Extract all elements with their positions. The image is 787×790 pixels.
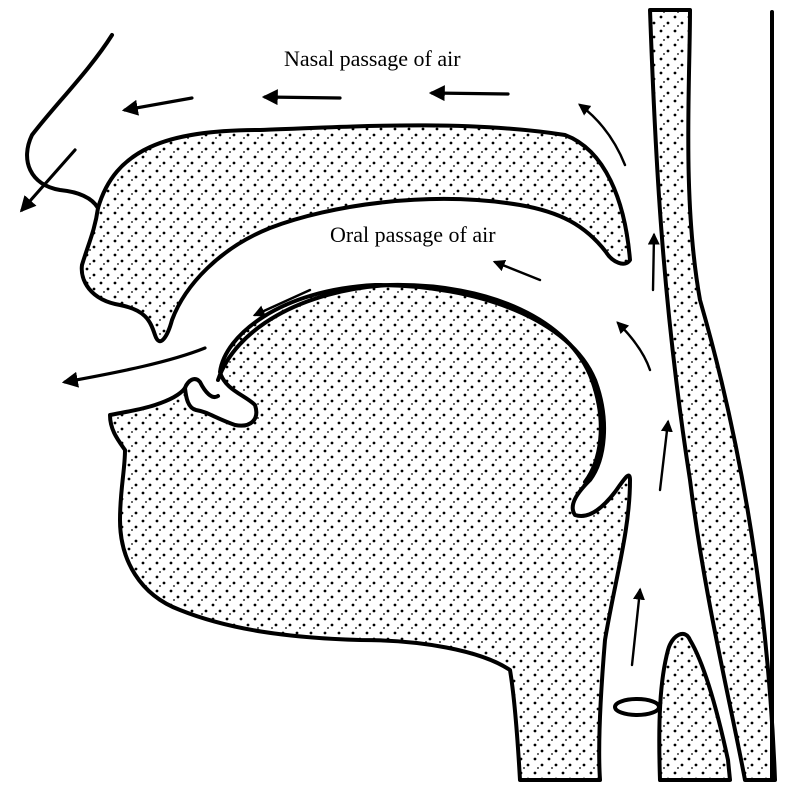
oral-arrow-1 [495,262,540,280]
oral-arrow-up [618,323,650,370]
nasal-arrow-1 [432,93,508,94]
pharynx-arrow-3 [632,590,640,665]
nasal-arrow-4 [22,150,75,210]
lower-lip [185,379,218,397]
nasal-passage-label: Nasal passage of air [284,46,461,71]
nasal-arrow-2 [265,97,340,98]
pharynx-arrow-2 [660,422,668,490]
oral-passage-label: Oral passage of air [330,222,496,247]
nose-outline [27,35,112,208]
nasal-arrow-3 [125,98,192,110]
pharynx-arrow-1 [653,235,654,290]
oral-arrow-3 [65,348,205,382]
lower-jaw [110,285,630,780]
vocal-cords [615,699,659,715]
